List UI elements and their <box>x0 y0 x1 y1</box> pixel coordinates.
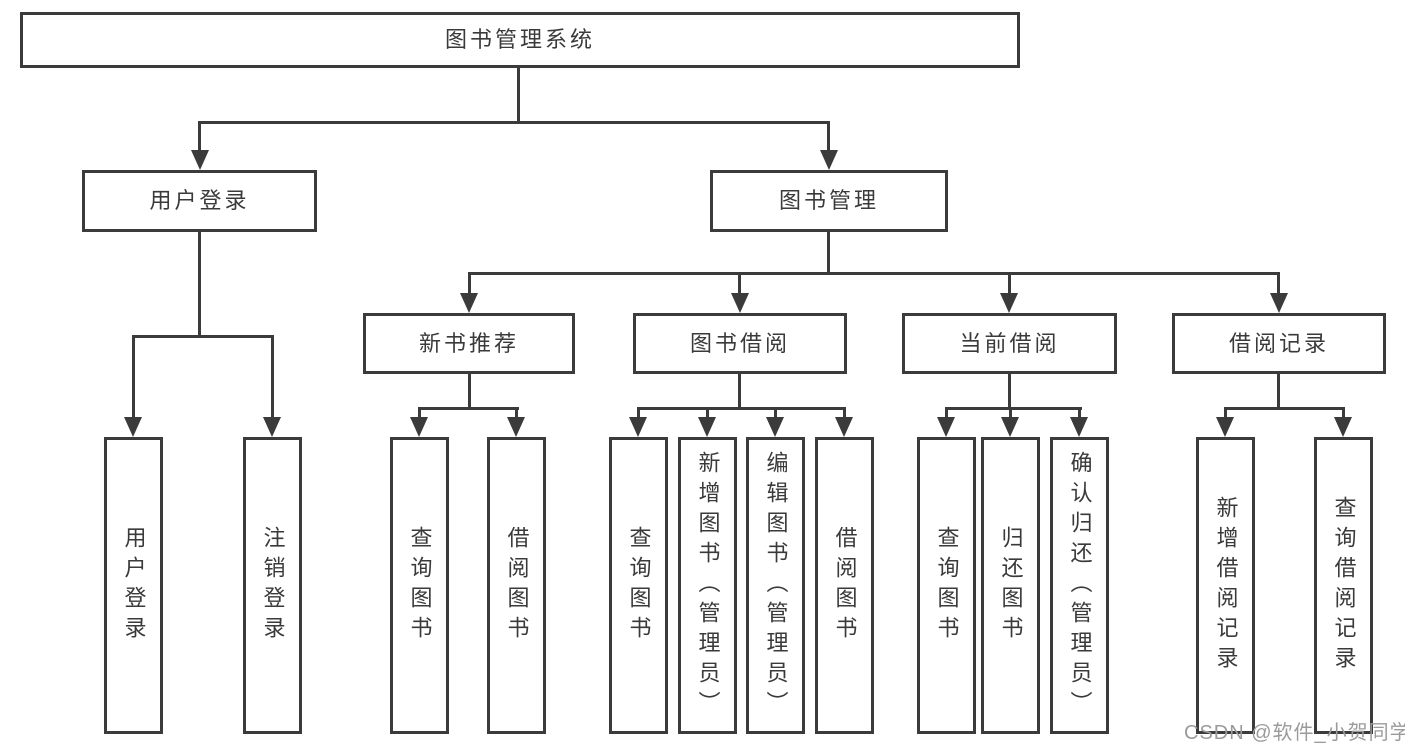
connector-line <box>517 68 520 121</box>
node-borrow-records: 借阅记录 <box>1172 313 1386 374</box>
leaf-add-books-admin-label: 新增图书（管理员） <box>695 450 721 721</box>
connector-line <box>827 121 830 152</box>
leaf-borrow-books-recommend-label: 借阅图书 <box>504 525 530 646</box>
connector-line <box>1277 374 1280 408</box>
arrow-down-icon <box>507 417 525 437</box>
arrow-down-icon <box>1001 417 1019 437</box>
connector-line <box>1342 407 1345 419</box>
leaf-borrow-books-recommend: 借阅图书 <box>487 437 546 734</box>
connector-line <box>1008 374 1011 408</box>
connector-line <box>827 232 830 272</box>
leaf-query-books-current-label: 查询图书 <box>934 525 960 646</box>
csdn-watermark: CSDN @软件_小贺同学 <box>1184 722 1405 744</box>
node-root-label: 图书管理系统 <box>444 27 595 52</box>
leaf-add-books-admin: 新增图书（管理员） <box>678 437 737 734</box>
leaf-return-books: 归还图书 <box>981 437 1040 734</box>
node-book-management: 图书管理 <box>710 170 948 232</box>
node-current-borrowing: 当前借阅 <box>902 313 1117 374</box>
arrow-down-icon <box>1000 293 1018 313</box>
leaf-query-books-current: 查询图书 <box>917 437 976 734</box>
leaf-logout: 注销登录 <box>243 437 302 734</box>
node-user-login: 用户登录 <box>82 170 317 232</box>
connector-line <box>1224 407 1227 419</box>
leaf-confirm-return-admin: 确认归还（管理员） <box>1050 437 1109 734</box>
connector-line <box>637 407 640 419</box>
leaf-confirm-return-admin-label: 确认归还（管理员） <box>1067 450 1093 721</box>
leaf-query-books-borrowing-label: 查询图书 <box>626 525 652 646</box>
leaf-query-borrow-record: 查询借阅记录 <box>1314 437 1373 734</box>
connector-line <box>515 407 518 419</box>
connector-line <box>1277 272 1280 295</box>
connector-line <box>843 407 846 419</box>
leaf-user-login-label: 用户登录 <box>121 525 147 646</box>
arrow-down-icon <box>766 417 784 437</box>
leaf-borrow-books-label: 借阅图书 <box>832 525 858 646</box>
node-user-login-label: 用户登录 <box>149 188 250 213</box>
leaf-query-books-borrowing: 查询图书 <box>609 437 668 734</box>
node-book-borrowing-label: 图书借阅 <box>689 330 790 356</box>
arrow-down-icon <box>263 417 281 437</box>
leaf-user-login: 用户登录 <box>104 437 163 734</box>
connector-line <box>418 407 421 419</box>
node-book-borrowing: 图书借阅 <box>633 313 847 374</box>
leaf-query-borrow-record-label: 查询借阅记录 <box>1331 495 1357 676</box>
leaf-query-books-recommend-label: 查询图书 <box>407 525 433 646</box>
node-root: 图书管理系统 <box>20 12 1020 68</box>
connector-line <box>1078 407 1081 419</box>
arrow-down-icon <box>1270 293 1288 313</box>
connector-line <box>418 407 519 410</box>
connector-line <box>468 272 471 295</box>
arrow-down-icon <box>731 293 749 313</box>
arrow-down-icon <box>124 417 142 437</box>
arrow-down-icon <box>698 417 716 437</box>
leaf-edit-books-admin: 编辑图书（管理员） <box>746 437 805 734</box>
connector-line <box>738 272 741 295</box>
connector-line <box>706 407 709 419</box>
connector-line <box>1224 407 1345 410</box>
leaf-add-borrow-record-label: 新增借阅记录 <box>1213 495 1239 676</box>
arrow-down-icon <box>937 417 955 437</box>
connector-line <box>945 407 1082 410</box>
leaf-return-books-label: 归还图书 <box>998 525 1024 646</box>
connector-line <box>271 335 274 419</box>
node-new-book-recommend: 新书推荐 <box>363 313 575 374</box>
arrow-down-icon <box>410 417 428 437</box>
connector-line <box>132 335 274 338</box>
arrow-down-icon <box>460 293 478 313</box>
leaf-add-borrow-record: 新增借阅记录 <box>1196 437 1255 734</box>
arrow-down-icon <box>1216 417 1234 437</box>
connector-line <box>774 407 777 419</box>
leaf-edit-books-admin-label: 编辑图书（管理员） <box>763 450 789 721</box>
arrow-down-icon <box>835 417 853 437</box>
node-borrow-records-label: 借阅记录 <box>1228 330 1329 356</box>
connector-line <box>468 374 471 408</box>
connector-line <box>1008 272 1011 295</box>
node-book-management-label: 图书管理 <box>778 188 879 213</box>
connector-line <box>198 121 830 124</box>
connector-line <box>132 335 135 419</box>
leaf-query-books-recommend: 查询图书 <box>390 437 449 734</box>
arrow-down-icon <box>629 417 647 437</box>
arrow-down-icon <box>1334 417 1352 437</box>
node-current-borrowing-label: 当前借阅 <box>959 330 1060 356</box>
connector-line <box>1009 407 1012 419</box>
connector-line <box>637 407 846 410</box>
connector-line <box>198 232 201 335</box>
connector-line <box>738 374 741 408</box>
arrow-down-icon <box>1070 417 1088 437</box>
node-new-book-recommend-label: 新书推荐 <box>418 330 519 356</box>
arrow-down-icon <box>191 150 209 170</box>
leaf-logout-label: 注销登录 <box>260 525 286 646</box>
arrow-down-icon <box>820 150 838 170</box>
connector-line <box>945 407 948 419</box>
connector-line <box>468 272 1280 275</box>
connector-line <box>198 121 201 152</box>
leaf-borrow-books: 借阅图书 <box>815 437 874 734</box>
